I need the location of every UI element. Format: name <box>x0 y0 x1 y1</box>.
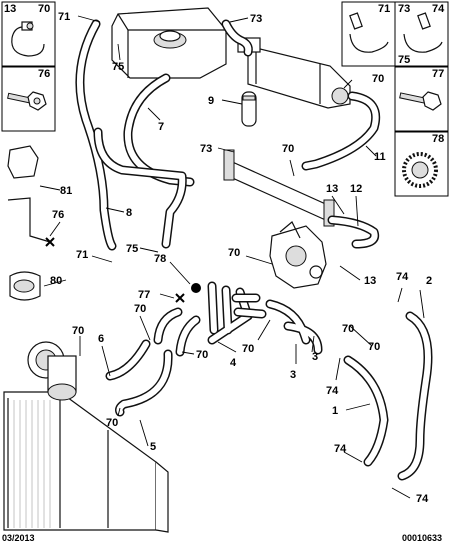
clip-81 <box>7 145 51 243</box>
callout-5: 5 <box>150 441 156 453</box>
hose-6 <box>105 339 151 381</box>
callout-74-mid: 74 <box>326 385 339 397</box>
callout-70-d: 70 <box>342 323 354 335</box>
footer-ref: 00010633 <box>402 533 442 543</box>
callout-13-b: 13 <box>364 275 376 287</box>
footer-date: 03/2013 <box>2 533 35 543</box>
marker-78-icon <box>191 283 201 293</box>
hose-73-top <box>221 19 253 57</box>
callout-4: 4 <box>230 357 237 369</box>
callout-75-top: 75 <box>112 61 124 73</box>
callout-9: 9 <box>208 95 214 107</box>
callout-8: 8 <box>126 207 132 219</box>
callout-1: 1 <box>332 405 338 417</box>
side-box-bolt-76: 76 <box>1 66 56 132</box>
callout-81: 81 <box>60 185 72 197</box>
hose-4 <box>207 281 267 345</box>
callout-75-mid: 75 <box>126 243 138 255</box>
marker-76-icon <box>45 237 55 247</box>
callout-73-top: 73 <box>250 13 262 25</box>
callout-3-b: 3 <box>312 351 318 363</box>
callout-77: 77 <box>138 289 150 301</box>
box-label-71: 71 <box>378 3 390 15</box>
hose-12 <box>327 215 380 249</box>
box-label-78: 78 <box>432 133 444 145</box>
callout-70-top: 70 <box>372 73 384 85</box>
hose-3 <box>265 299 323 355</box>
hose-1 <box>343 355 389 467</box>
callout-7: 7 <box>158 121 164 133</box>
right-box-clamps-71-73-75-74: 71 73 75 74 <box>341 1 449 67</box>
marker-77-icon <box>175 293 185 303</box>
callout-74-bottom: 74 <box>416 493 429 505</box>
callout-76: 76 <box>52 209 64 221</box>
callout-70-c: 70 <box>242 343 254 355</box>
box-label-73: 73 <box>398 3 410 15</box>
side-box-clamps-13-70: 13 70 <box>1 1 56 67</box>
callout-74-low: 74 <box>334 443 347 455</box>
thermostat-housing <box>269 221 327 289</box>
radiator <box>3 391 169 533</box>
clamp-pair-icon <box>349 12 443 53</box>
box-label-13: 13 <box>4 3 16 15</box>
callout-70-b: 70 <box>196 349 208 361</box>
box-label-77: 77 <box>432 68 444 80</box>
expansion-tank <box>111 7 227 79</box>
callout-78: 78 <box>154 253 166 265</box>
box-label-74: 74 <box>432 3 445 15</box>
callout-80: 80 <box>50 275 62 287</box>
callout-70-center: 70 <box>228 247 240 259</box>
box-label-76: 76 <box>38 68 50 80</box>
hose-11 <box>301 91 381 171</box>
egr-cooler <box>237 37 351 109</box>
callout-13-a: 13 <box>326 183 338 195</box>
bolt-icon <box>7 91 47 111</box>
callout-74-right: 74 <box>396 271 409 283</box>
water-pump <box>27 341 77 401</box>
hose-left-center <box>153 307 201 357</box>
hose-9 <box>241 91 257 127</box>
serrated-washer-icon <box>402 152 438 188</box>
callout-70-mid: 70 <box>282 143 294 155</box>
hose-8 <box>75 19 117 251</box>
box-label-70: 70 <box>38 3 50 15</box>
hose-clamp-icon <box>11 21 45 57</box>
callout-2: 2 <box>426 275 432 287</box>
callout-71-mid: 71 <box>76 249 88 261</box>
callout-11: 11 <box>374 151 386 163</box>
callout-3-a: 3 <box>290 369 296 381</box>
box-label-75: 75 <box>398 54 410 66</box>
right-box-bolt-77: 77 <box>394 66 449 132</box>
right-box-washer-78: 78 <box>394 131 449 197</box>
callout-71-top: 71 <box>58 11 70 23</box>
leader-lines <box>39 15 425 499</box>
callout-6: 6 <box>98 333 104 345</box>
callout-12: 12 <box>350 183 362 195</box>
hose-7b <box>93 127 187 249</box>
callout-70-low: 70 <box>106 417 118 429</box>
bolt-77-icon <box>399 91 442 111</box>
callout-70-left: 70 <box>72 325 84 337</box>
hose-2 <box>397 311 433 481</box>
callout-73-mid: 73 <box>200 143 212 155</box>
callout-70-e: 70 <box>368 341 380 353</box>
clip-80 <box>9 271 41 301</box>
callouts: 71 75 73 70 9 7 73 70 11 13 12 81 76 8 7… <box>50 11 432 505</box>
callout-70-a: 70 <box>134 303 146 315</box>
